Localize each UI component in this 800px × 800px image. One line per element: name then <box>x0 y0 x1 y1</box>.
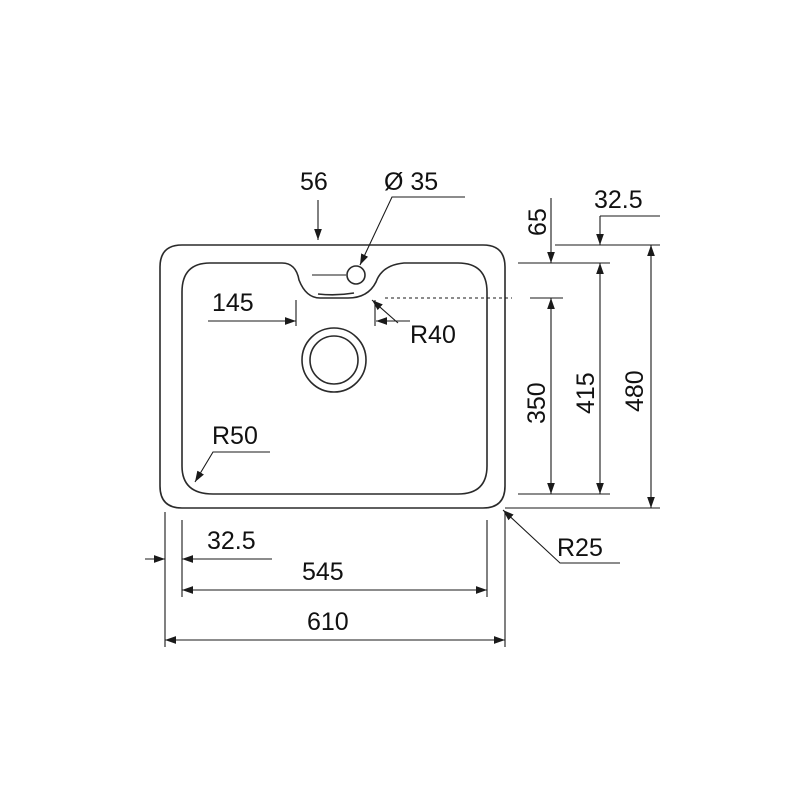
outer-corner-radius-label: R25 <box>557 534 603 562</box>
bowl-corner-radius-label: R50 <box>212 422 258 450</box>
bowl-depth-label: 350 <box>523 382 551 424</box>
tap-hole-diameter-label: Ø 35 <box>384 168 438 196</box>
dimension-bowl-width: 545 <box>182 558 487 594</box>
bowl-corner-radius-leader <box>194 451 270 483</box>
bowl-overflow-offset-label: 145 <box>212 289 254 317</box>
dimension-inner-depth: 415 <box>572 263 604 494</box>
inner-bowl <box>181 262 488 495</box>
dimension-tap-offset: 56 <box>300 168 328 240</box>
outer-rim <box>159 244 506 509</box>
tap-hole <box>346 265 366 285</box>
tap-hole-diameter-leader <box>359 196 465 266</box>
dimension-overall-width: 610 <box>165 608 505 644</box>
dimension-top-rim-depth: 65 <box>524 198 555 263</box>
dimension-outer-corner-radius: R25 <box>502 509 620 564</box>
notch-radius-leader <box>371 299 399 324</box>
dimension-bowl-corner-radius: R50 <box>194 422 270 483</box>
bowl-width-label: 545 <box>302 558 344 586</box>
dimension-bottom-rim-depth: 32.5 <box>594 186 660 245</box>
dimension-bowl-overflow-offset: 145 <box>208 289 410 326</box>
dimension-side-rim-width: 32.5 <box>145 527 272 563</box>
outer-corner-radius-leader <box>502 509 620 564</box>
dimension-tap-hole-diameter: Ø 35 <box>359 168 465 266</box>
waste-outlet-inner <box>309 335 359 385</box>
overflow-slot <box>317 292 355 296</box>
inner-depth-label: 415 <box>572 372 600 414</box>
sink-outline <box>159 244 506 509</box>
dimension-overall-depth: 480 <box>621 245 655 508</box>
top-rim-depth-label: 65 <box>524 208 552 236</box>
notch-radius-label: R40 <box>410 321 456 349</box>
overall-width-label: 610 <box>307 608 349 636</box>
dimension-bowl-depth: 350 <box>523 298 555 494</box>
tap-offset-label: 56 <box>300 168 328 196</box>
depth-extension-lines <box>385 244 660 509</box>
side-rim-width-label: 32.5 <box>207 527 256 555</box>
dimension-notch-radius: R40 <box>371 299 456 349</box>
waste-outlet-outer <box>301 327 367 393</box>
overall-depth-label: 480 <box>621 370 649 412</box>
bottom-rim-depth-label: 32.5 <box>594 186 643 214</box>
